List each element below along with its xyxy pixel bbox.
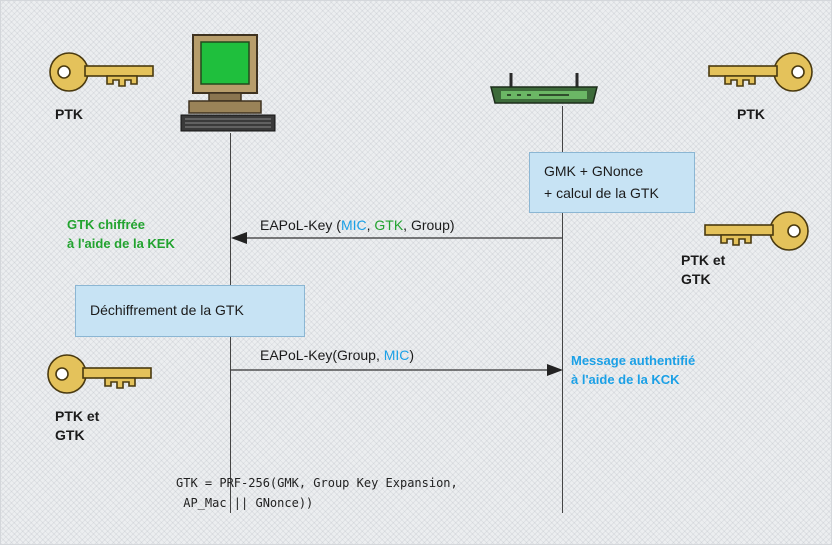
formula-line-1: GTK = PRF-256(GMK, Group Key Expansion,	[176, 476, 458, 490]
access-point-icon	[490, 73, 598, 104]
gtk-encrypted-line-2: à l'aide de la KEK	[67, 236, 175, 251]
key-icon	[704, 211, 809, 251]
message-2-rest: )	[409, 347, 415, 363]
message-1-sep: ,	[366, 217, 375, 233]
message-2-label: EAPoL-Key(Group, MIC)	[260, 347, 414, 363]
key-icon	[47, 354, 152, 394]
message-arrow-2	[231, 364, 563, 376]
ptk-gtk-line-1: PTK et	[681, 252, 726, 268]
gtk-encrypted-line-1: GTK chiffrée	[67, 217, 146, 232]
ptk-gtk-line-1: PTK et	[55, 408, 100, 424]
gmk-gnonce-box: GMK + GNonce + calcul de la GTK	[529, 152, 695, 213]
message-2-prefix: EAPoL-Key(Group,	[260, 347, 384, 363]
mic-label: MIC	[340, 217, 367, 233]
message-1-label: EAPoL-Key (MIC, GTK, Group)	[260, 217, 455, 233]
gmk-gnonce-line-2: + calcul de la GTK	[544, 185, 659, 201]
formula-line-2: AP_Mac || GNonce))	[176, 496, 314, 510]
access-point-lifeline	[562, 106, 563, 513]
ptk-gtk-label-right: PTK et GTK	[681, 251, 725, 289]
message-1-prefix: EAPoL-Key (	[260, 217, 341, 233]
gtk-decryption-box: Déchiffrement de la GTK	[75, 285, 305, 337]
gmk-gnonce-line-1: GMK + GNonce	[544, 163, 644, 179]
message-arrow-1	[231, 232, 562, 244]
gtk-label: GTK	[374, 217, 404, 233]
mic-label: MIC	[383, 347, 410, 363]
message-authenticated-note: Message authentifié à l'aide de la KCK	[571, 351, 695, 389]
gtk-decryption-label: Déchiffrement de la GTK	[90, 302, 244, 318]
key-icon	[708, 52, 813, 92]
ptk-gtk-line-2: GTK	[681, 271, 711, 287]
key-icon	[49, 52, 154, 92]
ptk-gtk-line-2: GTK	[55, 427, 85, 443]
computer-icon	[180, 34, 276, 132]
ptk-label-left: PTK	[55, 106, 83, 122]
message-1-rest: , Group)	[403, 217, 455, 233]
ptk-label-right: PTK	[737, 106, 765, 122]
gtk-formula: GTK = PRF-256(GMK, Group Key Expansion, …	[176, 473, 458, 513]
ptk-gtk-label-left: PTK et GTK	[55, 407, 99, 445]
message-authenticated-line-1: Message authentifié	[571, 353, 696, 368]
message-authenticated-line-2: à l'aide de la KCK	[571, 372, 680, 387]
gtk-encrypted-note: GTK chiffrée à l'aide de la KEK	[67, 215, 175, 253]
